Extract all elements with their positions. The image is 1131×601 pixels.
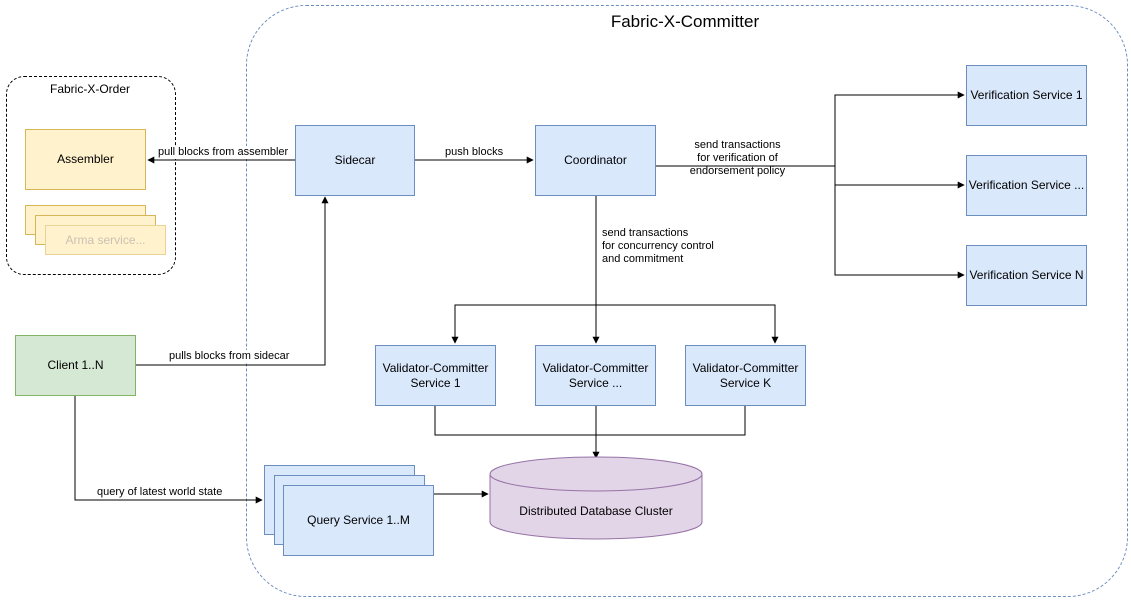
edge-label-send-verification: send transactions for verification of en… [680,139,795,178]
committer-title: Fabric-X-Committer [610,12,760,31]
edge-label-send-concurrency: send transactions for concurrency contro… [602,227,714,266]
edge-label-send-concurrency-line2: for concurrency control [602,240,714,252]
verification-service-1-label: Verification Service 1 [970,88,1083,102]
edge-client-query [74,395,263,504]
edge-client-sidecar [135,196,329,366]
validator-committer-mid-label: Validator-Committer Service ... [542,360,649,390]
edge-label-pulls-sidecar: pulls blocks from sidecar [169,350,290,363]
validator-committer-k[interactable]: Validator-Committer Service K [685,345,806,406]
client-label: Client 1..N [47,358,104,372]
verification-service-mid-label: Verification Service ... [968,178,1085,192]
edge-label-send-concurrency-line3: and commitment [602,253,684,265]
edge-label-query-state: query of latest world state [97,486,223,499]
edge-label-send-verification-line1: send transactions [694,139,781,151]
edge-label-send-verification-line2: for verification of [697,152,778,164]
verification-service-1[interactable]: Verification Service 1 [966,65,1087,126]
client-box[interactable]: Client 1..N [15,335,136,396]
edge-to-vc-1 [451,304,596,344]
validator-committer-k-label: Validator-Committer Service K [692,360,799,390]
edge-to-vc-k [596,304,779,344]
validator-committer-1-label: Validator-Committer Service 1 [382,360,489,390]
query-service-label: Query Service 1..M [307,513,410,527]
arma-box[interactable]: Arma service... [45,225,166,255]
edge-to-verification-1 [834,91,965,166]
committer-group [246,5,1128,597]
order-group [6,76,176,275]
verification-service-mid[interactable]: Verification Service ... [966,155,1087,216]
edge-to-verification-mid [834,166,965,189]
edge-to-verification-n [834,185,965,279]
verification-service-n[interactable]: Verification Service N [966,245,1087,306]
database-cylinder [489,456,703,540]
validator-committer-mid[interactable]: Validator-Committer Service ... [535,345,656,406]
edge-label-push-blocks: push blocks [445,146,504,159]
query-service-box[interactable]: Query Service 1..M [283,485,434,556]
order-title: Fabric-X-Order [49,82,130,96]
assembler-label: Assembler [57,152,114,166]
verification-service-n-label: Verification Service N [969,268,1084,282]
sidecar-label: Sidecar [334,153,376,167]
arma-label: Arma service... [65,232,146,247]
edge-vck-database [596,405,746,436]
sidecar-box[interactable]: Sidecar [295,125,415,196]
edge-label-pull-assembler: pull blocks from assembler [158,146,289,159]
edge-vc1-database [434,405,596,436]
edge-label-send-concurrency-line1: send transactions [602,227,689,239]
database-label: Distributed Database Cluster [519,504,673,518]
coordinator-label: Coordinator [564,153,627,167]
edge-label-send-verification-line3: endorsement policy [689,165,786,177]
coordinator-box[interactable]: Coordinator [535,125,656,196]
validator-committer-1[interactable]: Validator-Committer Service 1 [375,345,496,406]
assembler-box[interactable]: Assembler [25,129,146,190]
